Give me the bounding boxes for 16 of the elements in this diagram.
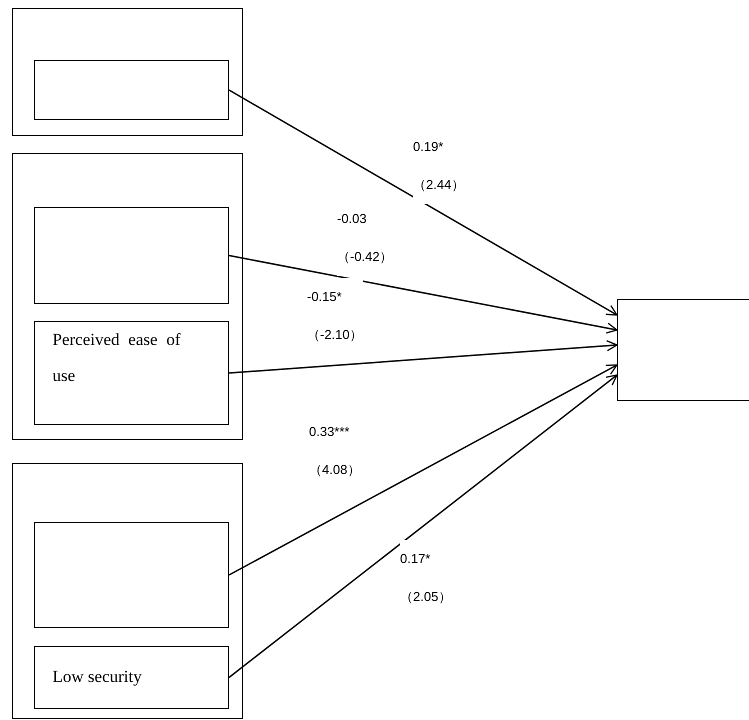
path-arrow	[228, 364, 618, 576]
group-box	[12, 153, 243, 440]
empty-box	[34, 60, 228, 120]
empty-box	[34, 206, 228, 304]
group-box	[12, 8, 243, 136]
path-arrow	[228, 254, 618, 334]
path-arrow	[228, 374, 618, 678]
group-box	[617, 299, 749, 401]
construct-label: Low security	[52, 666, 143, 688]
construct-label: Perceived ease of use	[52, 328, 180, 386]
path-arrow	[228, 340, 618, 374]
empty-box	[34, 522, 228, 628]
construct-box	[34, 320, 228, 424]
construct-box	[34, 646, 228, 708]
path-arrow	[228, 89, 618, 316]
group-box	[12, 463, 243, 719]
